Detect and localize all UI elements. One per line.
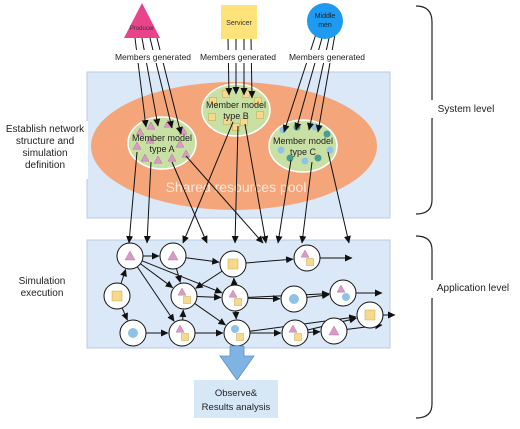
model-type-c-label-1: Member model <box>273 136 333 146</box>
model-type-a <box>128 117 196 169</box>
node-square <box>307 259 314 266</box>
node-square <box>112 291 122 301</box>
model-b-square <box>257 112 264 119</box>
observe-label-2: Results analysis <box>202 402 271 413</box>
node-square <box>365 310 375 320</box>
node-circle <box>231 325 239 333</box>
network-node <box>171 283 197 309</box>
middlemen-label-1: Middle <box>315 13 336 20</box>
producer-label: Producer <box>130 26 154 32</box>
network-node <box>169 320 195 346</box>
network-node <box>222 285 248 311</box>
node-square <box>237 334 244 341</box>
network-edge <box>248 298 280 299</box>
node-circle <box>289 294 299 304</box>
application-brace <box>416 236 440 418</box>
members-generated-label: Members generated <box>200 52 276 62</box>
producer-triangle <box>124 3 160 38</box>
node-square <box>235 299 242 306</box>
observe-label-1: Observe& <box>215 388 258 399</box>
application-level-label: Application level <box>430 283 516 295</box>
members-generated-label: Members generated <box>289 52 365 62</box>
simulation-label: Simulation execution <box>2 276 82 300</box>
network-node <box>224 320 250 346</box>
network-node <box>282 320 308 346</box>
model-type-c <box>269 120 337 172</box>
down-arrow <box>220 346 254 380</box>
middlemen-label-2: men <box>318 22 332 29</box>
model-c-dot <box>302 158 309 165</box>
node-square <box>184 297 191 304</box>
model-c-dot <box>327 147 334 154</box>
network-edge <box>183 310 184 320</box>
node-square <box>182 334 189 341</box>
model-type-a-label-1: Member model <box>132 133 192 143</box>
model-type-c-label-2: type C <box>290 147 317 157</box>
network-node <box>294 245 320 271</box>
model-type-b-label-2: type B <box>223 111 249 121</box>
model-c-dot <box>312 124 319 131</box>
node-circle <box>128 328 138 338</box>
system-level-label: System level <box>424 104 508 116</box>
members-generated-label: Members generated <box>115 52 191 62</box>
node-circle <box>342 293 350 301</box>
middlemen-circle <box>307 3 343 39</box>
network-node <box>330 280 356 306</box>
servicer-label: Servicer <box>226 20 252 27</box>
model-c-dot <box>278 147 285 154</box>
model-type-a-label-2: type A <box>149 144 174 154</box>
establish-label: Establish network structure and simulati… <box>2 124 88 172</box>
node-square <box>228 259 238 269</box>
network-edge <box>308 332 320 333</box>
node-square <box>295 334 302 341</box>
model-b-square <box>209 114 216 121</box>
model-type-b-label-1: Member model <box>206 100 266 110</box>
